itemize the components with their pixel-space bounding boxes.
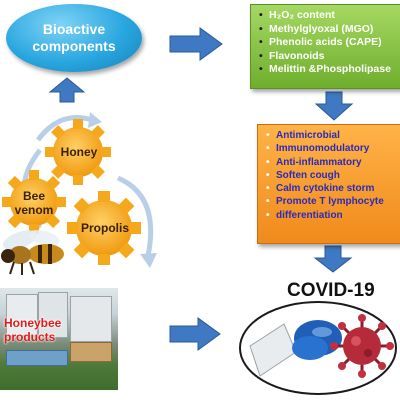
arrow-down-middle: [314, 91, 354, 121]
hive-box: [38, 292, 68, 338]
hive-box: [6, 350, 68, 366]
effect-item: differentiation: [266, 209, 400, 223]
hive-box: [70, 296, 112, 342]
gear-propolis-icon: [67, 191, 141, 265]
gear-honey-label: Honey: [60, 145, 98, 159]
hive-box: [6, 294, 38, 336]
cycle-arrow-right: [116, 175, 154, 257]
arrow-right-bottom: [169, 317, 221, 351]
effects-box: Antimicrobial Immunomodulatory Anti-infl…: [257, 124, 400, 244]
virus-icon: [330, 314, 394, 378]
honeybee-products-label: Honeybee products: [4, 316, 62, 344]
cycle-arrow-right-head: [140, 253, 157, 268]
effect-item: Anti-inflammatory: [266, 156, 400, 170]
gear-honey-icon: [45, 119, 111, 185]
honeybee-products-photo: [0, 288, 118, 390]
bioactive-components-label: Bioactive components: [32, 21, 116, 54]
boxing-glove-virus-icon: [239, 301, 397, 395]
bee-icon: [1, 230, 64, 275]
effect-item: Soften cough: [266, 169, 400, 183]
effect-item: Calm cytokine storm: [266, 182, 400, 196]
component-item: Phenolic acids (CAPE): [259, 36, 400, 50]
bioactive-components-ellipse: Bioactive components: [6, 4, 142, 72]
gear-bee-venom-label: Bee venom: [14, 189, 54, 217]
arrow-down-lower: [313, 245, 353, 273]
arrow-up-left: [48, 77, 86, 103]
cycle-arrow-top: [35, 115, 93, 142]
covid-title: COVID-19: [287, 280, 375, 301]
component-item: Melittin &Phospholipase: [259, 63, 400, 77]
hive-box: [70, 342, 112, 362]
component-item: Flavonoids: [259, 50, 400, 64]
gears-layer: [2, 119, 141, 265]
component-item: H₂O₂ content: [259, 9, 400, 23]
cycle-arrow-top-head: [88, 112, 102, 128]
component-item: Methylglyoxal (MGO): [259, 23, 400, 37]
arrow-right-top: [169, 27, 223, 61]
effect-item: Promote T lymphocyte: [266, 195, 400, 209]
effect-item: Antimicrobial: [266, 129, 400, 143]
components-box: H₂O₂ content Methylglyoxal (MGO) Phenoli…: [250, 4, 400, 89]
gear-propolis-label: Propolis: [80, 221, 129, 235]
effect-item: Immunomodulatory: [266, 142, 400, 156]
gear-bee-venom-icon: [2, 170, 66, 234]
